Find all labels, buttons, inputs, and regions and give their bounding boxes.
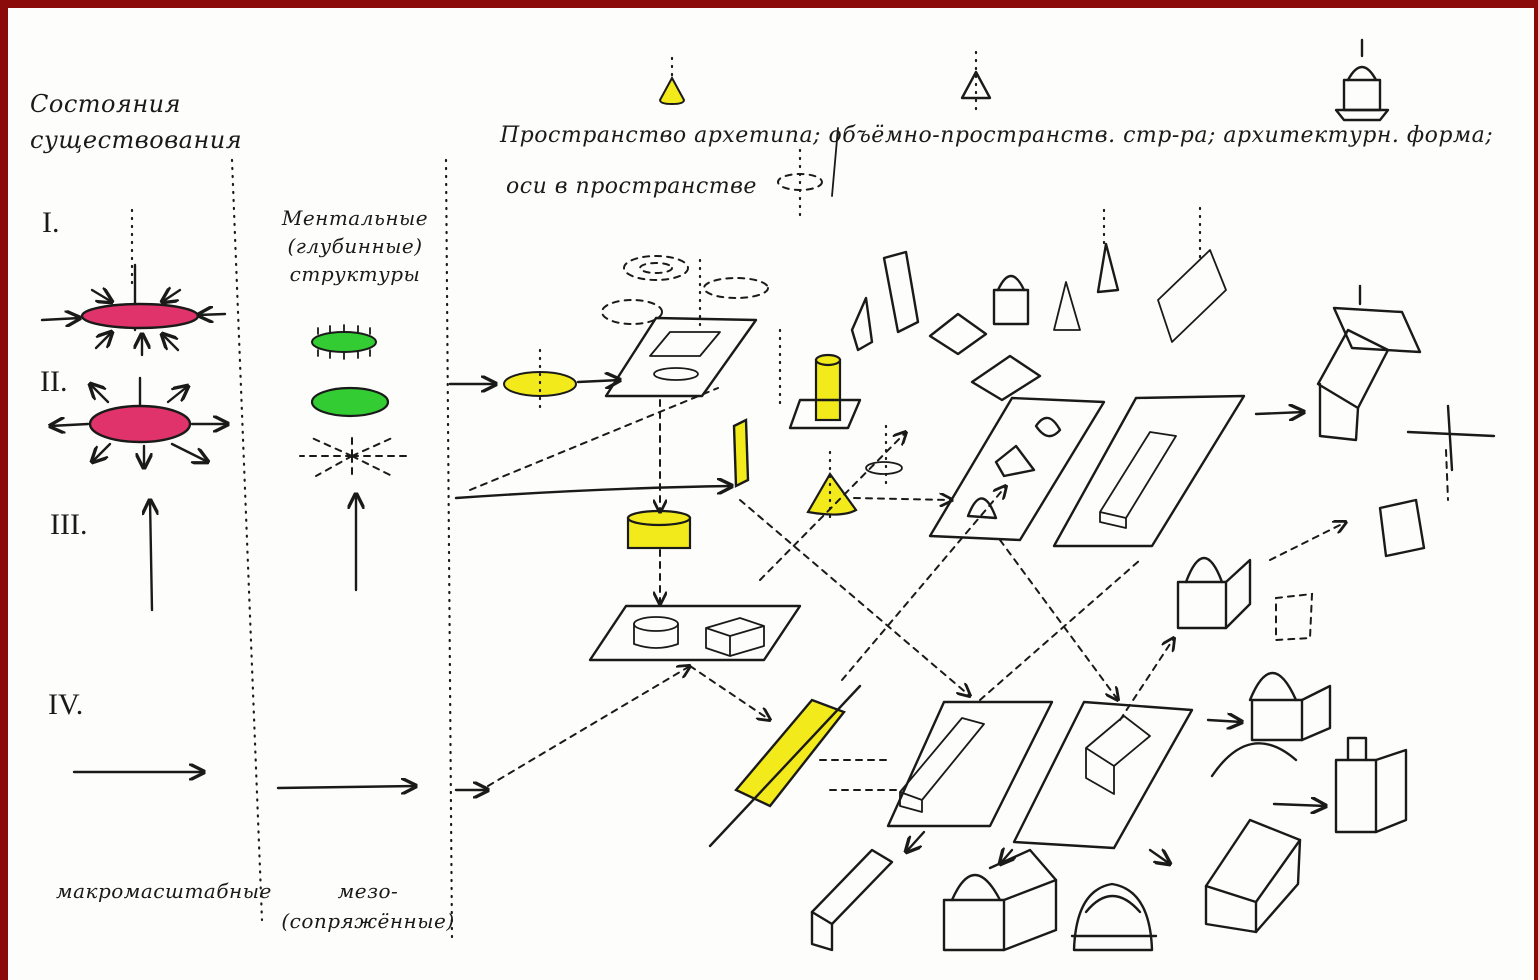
bottom-building-4 [1206,820,1300,932]
column-divider-2 [446,160,452,940]
yellow-beam [736,700,844,806]
domed-church-3 [1336,738,1406,832]
sketch-sheet: Состояния существования Пространство арх… [8,8,1534,980]
green-disc-2 [312,388,388,416]
yellow-cone-icon [660,78,684,104]
bottom-building-3 [1072,884,1156,950]
magenta-disc-1 [82,304,198,328]
yellow-bar [734,420,748,486]
magenta-disc-2 [90,406,190,442]
yellow-cylinder [816,360,840,420]
church-glyph-icon [1336,40,1388,120]
column-divider-1 [232,160,262,920]
domed-church-2 [1212,673,1330,776]
plane-3 [930,398,1104,540]
cross-plan-building [1318,286,1420,440]
sketch-drawing [8,8,1534,980]
domed-church-1 [1178,558,1250,628]
plane-1 [606,318,756,396]
bottom-building-1 [812,850,892,950]
plane-4 [1054,396,1244,546]
plane-2 [590,606,800,660]
yellow-cone [808,474,856,515]
green-disc-1 [312,332,376,352]
